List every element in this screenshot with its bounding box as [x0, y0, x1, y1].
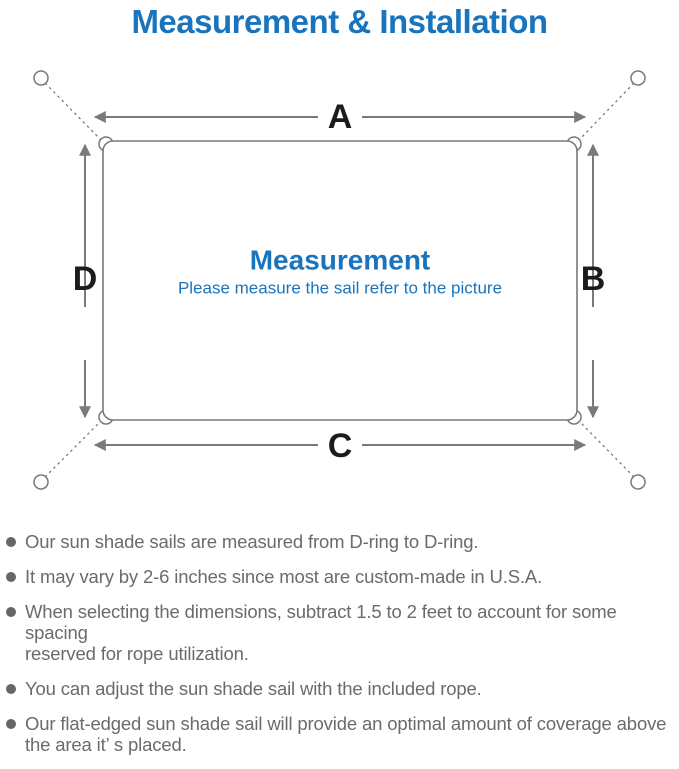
anchor-ring-top-right	[630, 70, 646, 86]
bullet-icon	[6, 719, 16, 729]
anchor-ring-bottom-left	[33, 474, 49, 490]
list-item: You can adjust the sun shade sail with t…	[6, 678, 674, 699]
note-text: You can adjust the sun shade sail with t…	[25, 678, 482, 699]
page-title: Measurement & Installation	[131, 3, 548, 40]
list-item: It may vary by 2-6 inches since most are…	[6, 566, 674, 587]
dimension-label-a: A	[328, 98, 353, 136]
dimension-label-b: B	[581, 260, 606, 298]
diagram-center-subtitle: Please measure the sail refer to the pic…	[178, 279, 502, 298]
measurement-diagram: A C D B Measurement Please measure the s…	[33, 70, 646, 490]
list-item: Our flat-edged sun shade sail will provi…	[6, 713, 674, 755]
note-text: It may vary by 2-6 inches since most are…	[25, 566, 543, 587]
tether-line-bottom-right	[578, 420, 635, 478]
dimension-label-c: C	[328, 427, 353, 465]
note-text: Our flat-edged sun shade sail will provi…	[25, 713, 667, 755]
note-text: Our sun shade sails are measured from D-…	[25, 531, 479, 552]
corner-tether-lines	[44, 82, 635, 478]
dimension-label-d: D	[73, 260, 98, 298]
sail-outline	[102, 140, 578, 421]
list-item: When selecting the dimensions, subtract …	[6, 601, 674, 664]
anchor-ring-top-left	[33, 70, 49, 86]
tether-line-bottom-left	[44, 420, 102, 478]
anchor-ring-bottom-right	[630, 474, 646, 490]
tether-line-top-right	[578, 82, 635, 141]
diagram-center-title: Measurement	[250, 245, 431, 276]
notes-list: Our sun shade sails are measured from D-…	[6, 531, 674, 769]
note-text: When selecting the dimensions, subtract …	[25, 601, 617, 664]
bullet-icon	[6, 572, 16, 582]
bullet-icon	[6, 684, 16, 694]
bullet-icon	[6, 607, 16, 617]
tether-line-top-left	[44, 82, 102, 141]
list-item: Our sun shade sails are measured from D-…	[6, 531, 674, 552]
bullet-icon	[6, 537, 16, 547]
